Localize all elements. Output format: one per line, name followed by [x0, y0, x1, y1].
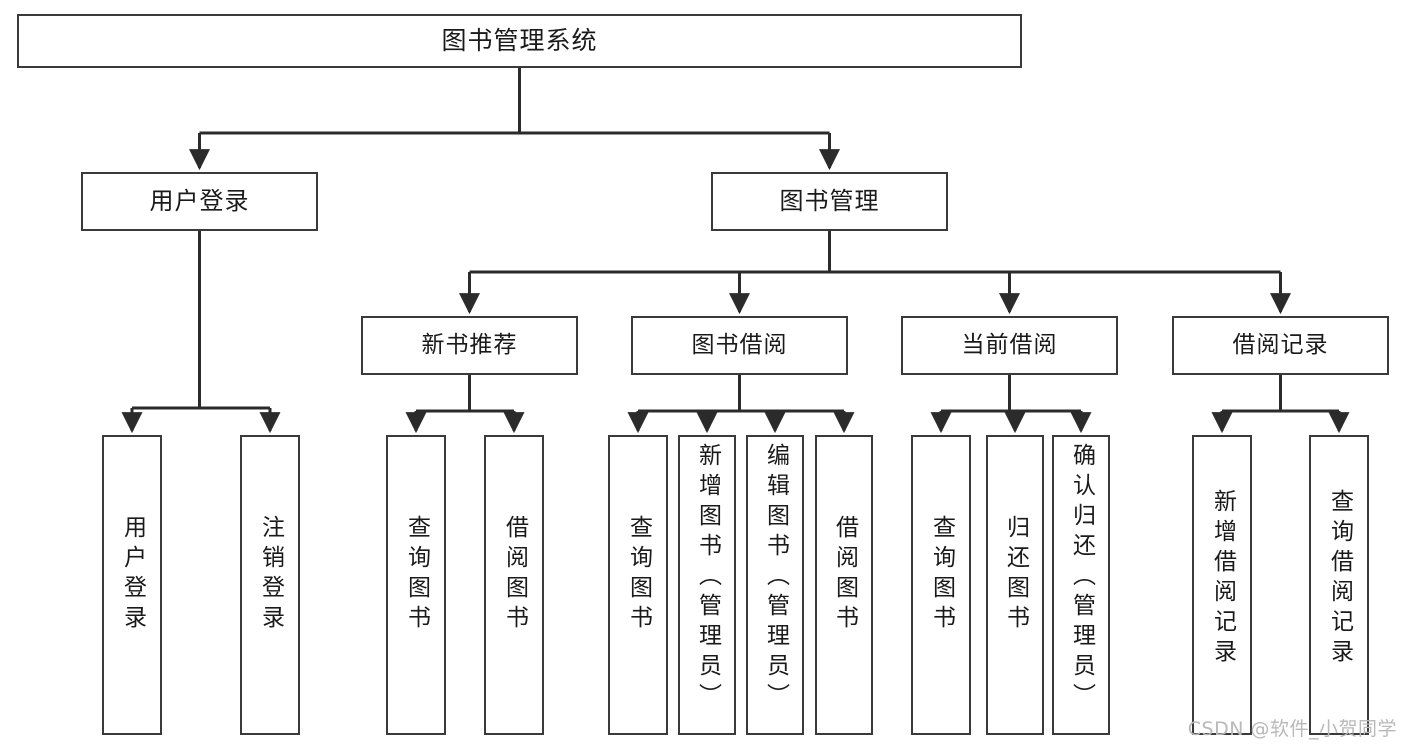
node-leaf-borrow-book-1[interactable]: 借阅图书 [484, 435, 544, 735]
node-leaf-return-book[interactable]: 归还图书 [986, 435, 1044, 735]
node-leaf-query-book-2-label: 查询图书 [625, 515, 652, 635]
node-book-manage-label: 图书管理 [779, 187, 880, 216]
node-leaf-add-record[interactable]: 新增借阅记录 [1192, 435, 1252, 735]
node-leaf-borrow-book-2[interactable]: 借阅图书 [815, 435, 873, 735]
node-leaf-edit-book-admin[interactable]: 编辑图书（管理员） [746, 435, 804, 735]
watermark: CSDN @软件_小贺同学 [1187, 718, 1397, 740]
node-leaf-add-book-admin[interactable]: 新增图书（管理员） [678, 435, 736, 735]
node-leaf-return-book-label: 归还图书 [1002, 515, 1029, 635]
node-root[interactable]: 图书管理系统 [17, 14, 1022, 68]
node-leaf-query-book-3[interactable]: 查询图书 [911, 435, 971, 735]
node-current-borrow[interactable]: 当前借阅 [901, 316, 1118, 375]
node-leaf-logout-login-label: 注销登录 [257, 515, 284, 635]
node-user-login-label: 用户登录 [149, 187, 250, 216]
node-leaf-add-record-label: 新增借阅记录 [1209, 489, 1236, 669]
node-leaf-query-book-2[interactable]: 查询图书 [608, 435, 668, 735]
node-borrow-record[interactable]: 借阅记录 [1172, 316, 1389, 375]
node-leaf-query-record-label: 查询借阅记录 [1326, 489, 1353, 669]
node-leaf-add-book-admin-label: 新增图书（管理员） [694, 443, 721, 713]
node-leaf-logout-login[interactable]: 注销登录 [240, 435, 300, 735]
node-root-label: 图书管理系统 [441, 26, 598, 56]
node-leaf-query-book-1[interactable]: 查询图书 [386, 435, 446, 735]
node-current-borrow-label: 当前借阅 [961, 331, 1058, 358]
node-leaf-edit-book-admin-label: 编辑图书（管理员） [762, 443, 789, 713]
node-leaf-user-login[interactable]: 用户登录 [102, 435, 162, 735]
node-user-login[interactable]: 用户登录 [81, 172, 318, 231]
node-leaf-query-book-1-label: 查询图书 [403, 515, 430, 635]
node-leaf-query-record[interactable]: 查询借阅记录 [1309, 435, 1369, 735]
node-book-borrow-label: 图书借阅 [691, 331, 788, 358]
node-leaf-query-book-3-label: 查询图书 [928, 515, 955, 635]
node-leaf-confirm-return[interactable]: 确认归还（管理员） [1052, 435, 1110, 735]
node-leaf-confirm-return-label: 确认归还（管理员） [1068, 443, 1095, 713]
node-new-book-recommend[interactable]: 新书推荐 [361, 316, 578, 375]
node-new-book-recommend-label: 新书推荐 [421, 331, 518, 358]
node-leaf-borrow-book-1-label: 借阅图书 [501, 515, 528, 635]
node-book-manage[interactable]: 图书管理 [711, 172, 948, 231]
node-leaf-user-login-label: 用户登录 [119, 515, 146, 635]
node-leaf-borrow-book-2-label: 借阅图书 [831, 515, 858, 635]
node-borrow-record-label: 借阅记录 [1232, 331, 1329, 358]
node-book-borrow[interactable]: 图书借阅 [631, 316, 848, 375]
